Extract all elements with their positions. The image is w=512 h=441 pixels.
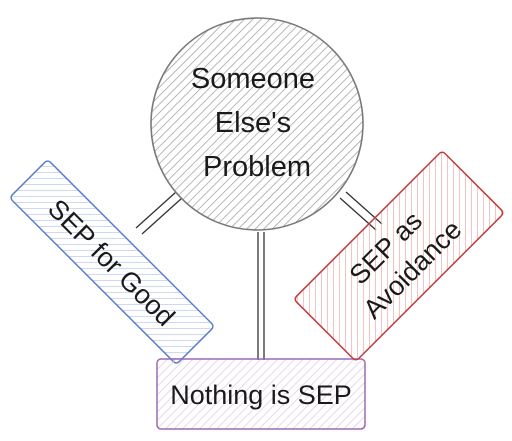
center-label: Someone Else's Problem	[191, 63, 323, 183]
connector-good	[135, 191, 183, 235]
center-line-1: Someone	[191, 63, 315, 95]
center-node: Someone Else's Problem	[150, 17, 364, 231]
node-sep-for-good-label: SEP for Good	[42, 193, 181, 332]
connector-nothing	[257, 232, 265, 360]
center-line-2: Else's	[215, 107, 291, 139]
center-line-3: Problem	[203, 151, 311, 183]
node-nothing-is-sep-label: Nothing is SEP	[170, 380, 352, 410]
node-nothing-is-sep: Nothing is SEP	[156, 358, 366, 430]
